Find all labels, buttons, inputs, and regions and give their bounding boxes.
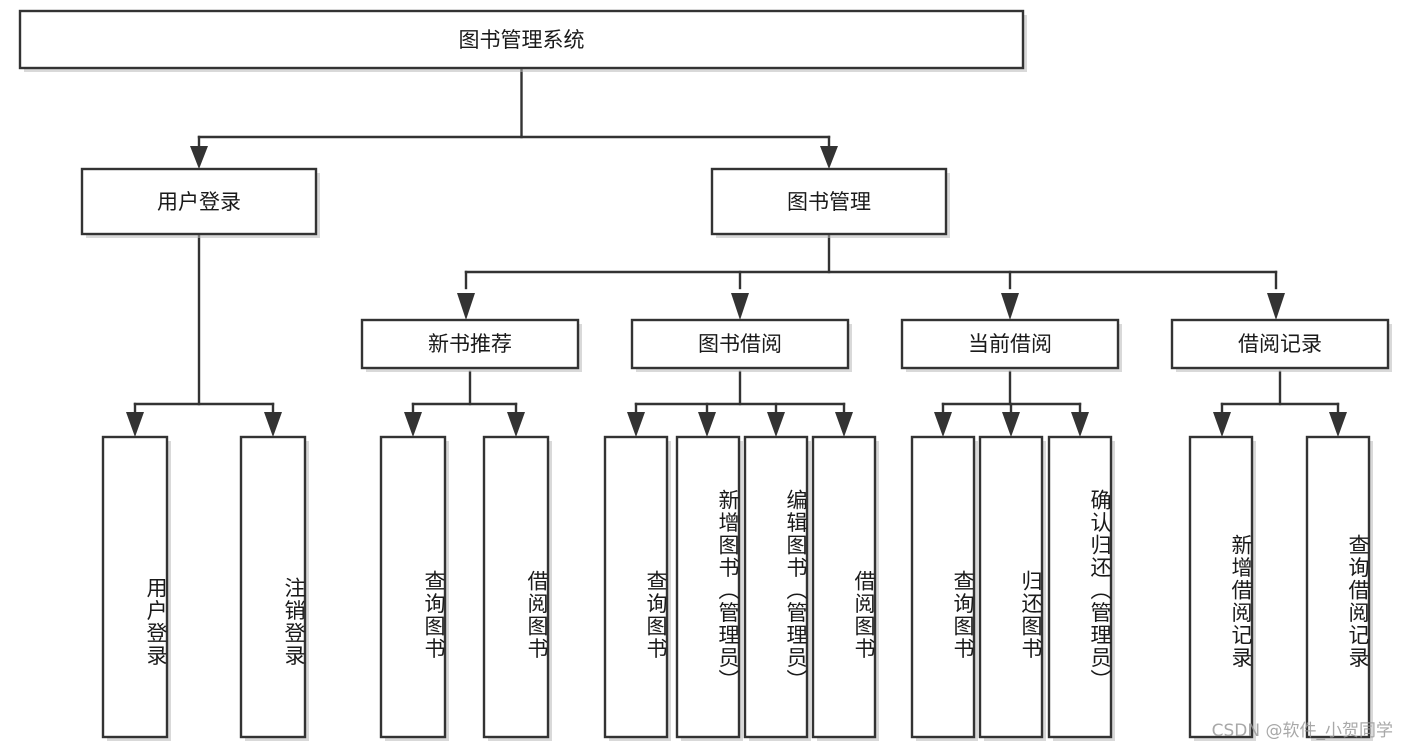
- arrow-bookborrow-leaf-3: [767, 412, 785, 437]
- leaf-user-login-box[interactable]: [101, 435, 169, 739]
- new-book-rec-node-box[interactable]: [360, 318, 580, 370]
- leaf-rec-borrow-book-box[interactable]: [482, 435, 550, 739]
- leaf-rec-query-record-label: 查询借阅记录: [1346, 533, 1369, 669]
- leaf-bor-edit-book-label: 编辑图书（管理员）: [784, 488, 807, 692]
- leaf-bor-borrow-book-label: 借阅图书: [852, 569, 875, 660]
- leaf-rec-add-record-box[interactable]: [1188, 435, 1254, 739]
- leaf-bor-add-book-label: 新增图书（管理员）: [716, 488, 739, 692]
- leaf-cur-return-book-label: 归还图书: [1019, 569, 1042, 660]
- leaf-cur-return-book-box[interactable]: [978, 435, 1044, 739]
- borrow-record-node-box[interactable]: [1170, 318, 1390, 370]
- user-login-node-box[interactable]: [80, 167, 318, 236]
- arrow-bookborrow-leaf-4: [835, 412, 853, 437]
- arrow-userlogin-leaf-2: [264, 412, 282, 437]
- leaf-cur-confirm-return-box[interactable]: [1047, 435, 1113, 739]
- leaf-rec-query-book-label: 查询图书: [422, 569, 445, 660]
- arrow-currentborrow-leaf-3: [1071, 412, 1089, 437]
- leaf-logout-label: 注销登录: [282, 577, 305, 667]
- arrow-borrowrecord-leaf-2: [1329, 412, 1347, 437]
- leaf-rec-borrow-book-label: 借阅图书: [525, 569, 548, 660]
- arrow-bookmanage-to-current-borrow: [1001, 293, 1019, 320]
- arrow-bookmanage-to-borrow-record: [1267, 293, 1285, 320]
- book-borrow-node-box[interactable]: [630, 318, 850, 370]
- leaf-user-login-label: 用户登录: [144, 577, 167, 667]
- arrow-bookborrow-leaf-1: [627, 412, 645, 437]
- node-layer: 图书管理系统 用户登录 图书管理 新书推荐 图书借阅 当前借阅 借阅记录: [18, 9, 1392, 741]
- arrow-root-to-user-login: [190, 146, 208, 169]
- arrow-userlogin-leaf-1: [126, 412, 144, 437]
- leaf-cur-query-book-label: 查询图书: [951, 569, 974, 660]
- book-manage-node-box[interactable]: [710, 167, 948, 236]
- current-borrow-node-box[interactable]: [900, 318, 1120, 370]
- arrow-currentborrow-leaf-1: [934, 412, 952, 437]
- arrow-currentborrow-leaf-2: [1002, 412, 1020, 437]
- leaf-bor-borrow-book-box[interactable]: [811, 435, 877, 739]
- book-borrow-node-label: 图书借阅: [698, 332, 782, 356]
- arrow-bookmanage-to-new-book-rec: [457, 293, 475, 320]
- arrow-newbookrec-leaf-1: [404, 412, 422, 437]
- leaf-bor-add-book-box[interactable]: [675, 435, 741, 739]
- connector-layer: [126, 66, 1347, 437]
- arrow-bookmanage-to-book-borrow: [731, 293, 749, 320]
- borrow-record-node-label: 借阅记录: [1238, 332, 1322, 356]
- root-node-box[interactable]: [18, 9, 1025, 70]
- arrow-root-to-book-manage: [820, 146, 838, 169]
- leaf-rec-query-book-box[interactable]: [379, 435, 447, 739]
- leaf-cur-confirm-return-label: 确认归还（管理员）: [1088, 488, 1111, 692]
- arrow-newbookrec-leaf-2: [507, 412, 525, 437]
- leaf-rec-add-record-label: 新增借阅记录: [1229, 533, 1252, 669]
- root-node-label: 图书管理系统: [459, 28, 585, 52]
- book-manage-node-label: 图书管理: [787, 190, 871, 214]
- current-borrow-node-label: 当前借阅: [968, 332, 1052, 356]
- leaf-logout-box[interactable]: [239, 435, 307, 739]
- leaf-rec-query-record-box[interactable]: [1305, 435, 1371, 739]
- leaf-cur-query-book-box[interactable]: [910, 435, 976, 739]
- leaf-bor-query-book-box[interactable]: [603, 435, 669, 739]
- arrow-borrowrecord-leaf-1: [1213, 412, 1231, 437]
- new-book-rec-node-label: 新书推荐: [428, 332, 512, 356]
- leaf-bor-query-book-label: 查询图书: [644, 569, 667, 660]
- leaf-bor-edit-book-box[interactable]: [743, 435, 809, 739]
- arrow-bookborrow-leaf-2: [698, 412, 716, 437]
- user-login-node-label: 用户登录: [157, 190, 241, 214]
